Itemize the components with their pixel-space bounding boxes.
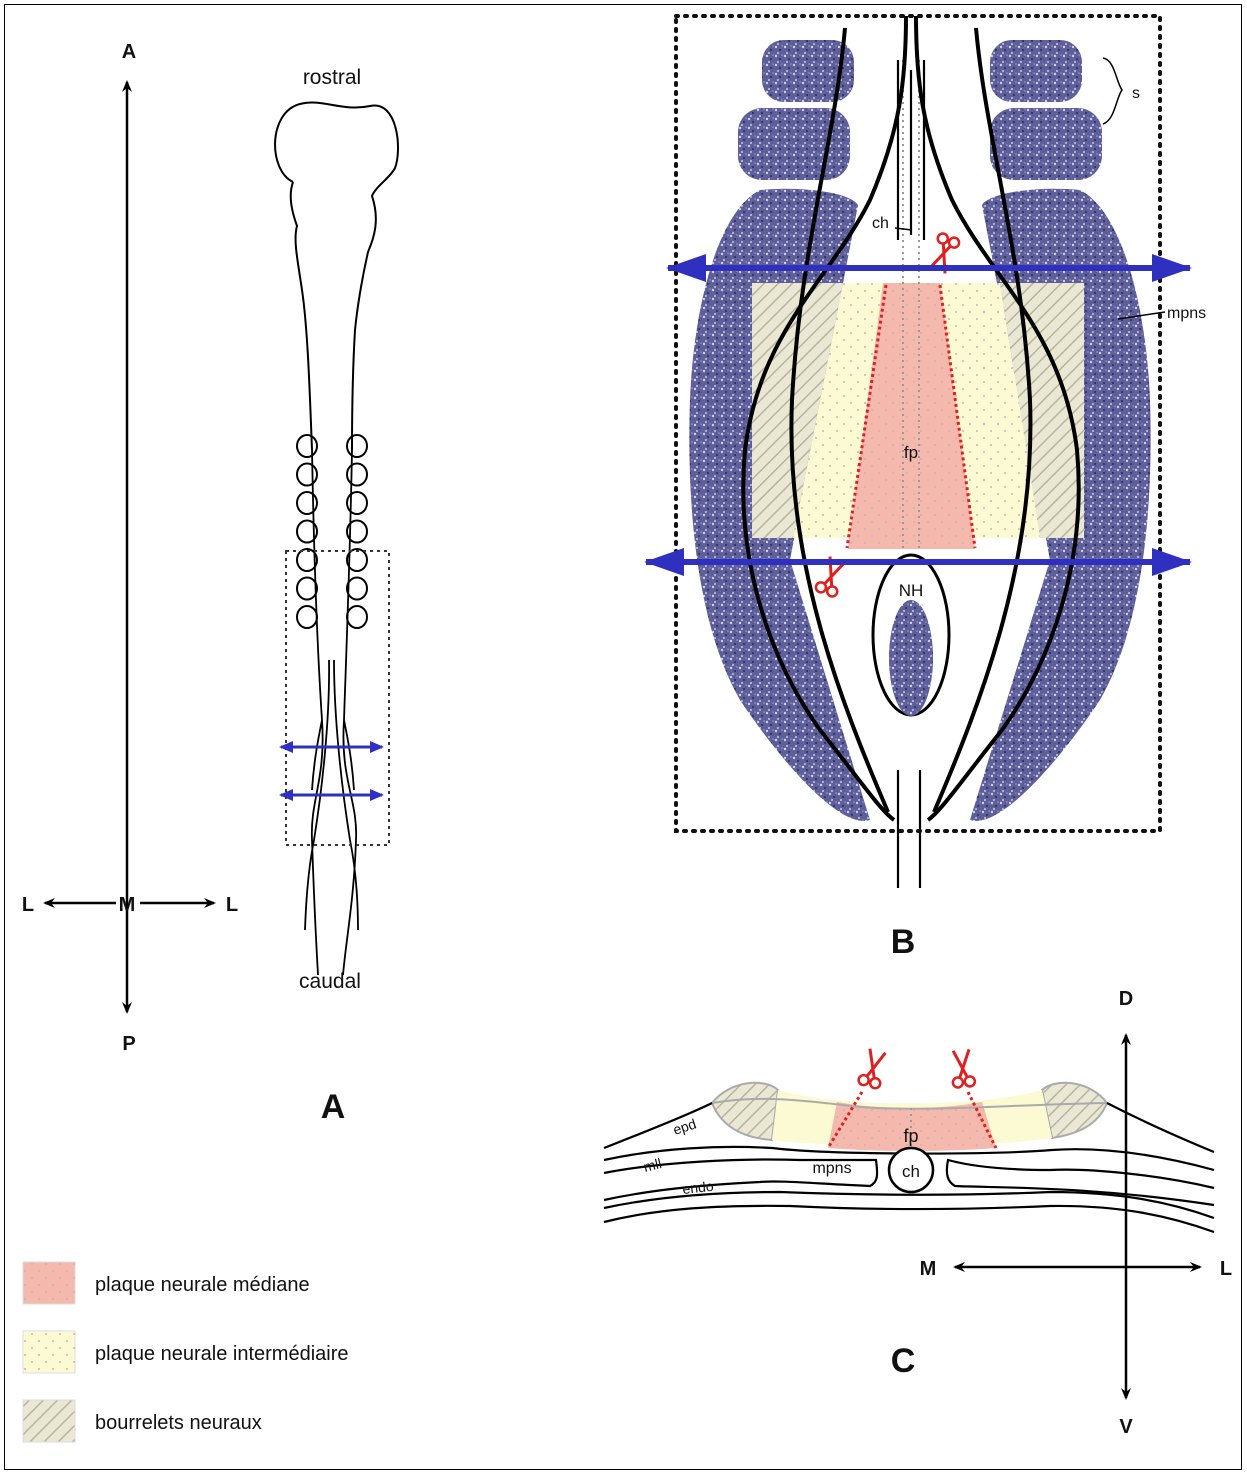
legend-swatch-folds (23, 1400, 75, 1442)
somite-bracket (1103, 58, 1122, 124)
panel-b: s ch mpns fp NH B (646, 16, 1206, 961)
label-endo: endo (682, 1178, 715, 1197)
axis-label-ventral: V (1119, 1416, 1133, 1438)
somite-b-upper-right (990, 40, 1082, 102)
axis-label-lateral-left: L (22, 894, 34, 916)
panel-label-c: C (891, 1342, 916, 1380)
label-caudal: caudal (299, 970, 361, 993)
node-mesoderm (889, 600, 933, 716)
legend-swatch-intermediate-dots (23, 1331, 75, 1373)
axis-label-posterior: P (122, 1033, 135, 1055)
embryo-outline (275, 102, 398, 450)
label-s: s (1132, 85, 1140, 102)
legend-swatch-median-dots (23, 1262, 75, 1304)
scissors-icon-left-c (857, 1048, 888, 1089)
orientation-axes-a (45, 82, 214, 1012)
axis-label-lateral-c: L (1220, 1258, 1232, 1280)
label-ch-b: ch (872, 215, 889, 232)
somite-left-1 (297, 435, 317, 457)
scissors-icon-right-c (950, 1049, 975, 1088)
label-fp-c: fp (903, 1126, 918, 1146)
neural-fold-right-c (1042, 1083, 1107, 1138)
axis-label-dorsal: D (1119, 988, 1133, 1010)
somite-right-6 (347, 578, 367, 600)
somite-left-7 (297, 606, 317, 628)
axis-label-medial: M (119, 894, 136, 916)
somite-right-7 (347, 606, 367, 628)
selection-box-a (286, 551, 389, 845)
axis-label-lateral-right: L (226, 894, 238, 916)
label-mpns-c: mpns (812, 1160, 851, 1177)
neural-fold-left-c (712, 1083, 778, 1140)
legend-label-median: plaque neurale médiane (95, 1274, 310, 1296)
somite-left-2 (297, 464, 317, 486)
label-rostral: rostral (303, 66, 361, 89)
legend: plaque neurale médiane plaque neurale in… (23, 1262, 349, 1442)
legend-label-folds: bourrelets neuraux (95, 1412, 262, 1434)
somite-left-6 (297, 578, 317, 600)
somite-right-1 (347, 435, 367, 457)
label-ch-c: ch (902, 1162, 920, 1181)
label-fp-b: fp (904, 443, 918, 462)
panel-a: A P M L L rostral caudal A (22, 41, 398, 1126)
label-mpns-b: mpns (1167, 305, 1206, 322)
panel-c: D V M L epd mll endo mpns ch fp C (604, 988, 1232, 1438)
panel-label-b: B (891, 923, 916, 961)
panel-label-a: A (321, 1088, 346, 1126)
axis-label-medial-c: M (920, 1258, 937, 1280)
somites-a (297, 435, 367, 628)
neural-plate-edges-a (305, 450, 358, 975)
legend-label-intermediate: plaque neurale intermédiaire (95, 1343, 349, 1365)
somite-right-2 (347, 464, 367, 486)
axis-label-anterior: A (122, 41, 136, 63)
label-mll: mll (642, 1155, 663, 1175)
label-nh: NH (899, 581, 924, 600)
somite-b-lower-right (990, 108, 1102, 180)
